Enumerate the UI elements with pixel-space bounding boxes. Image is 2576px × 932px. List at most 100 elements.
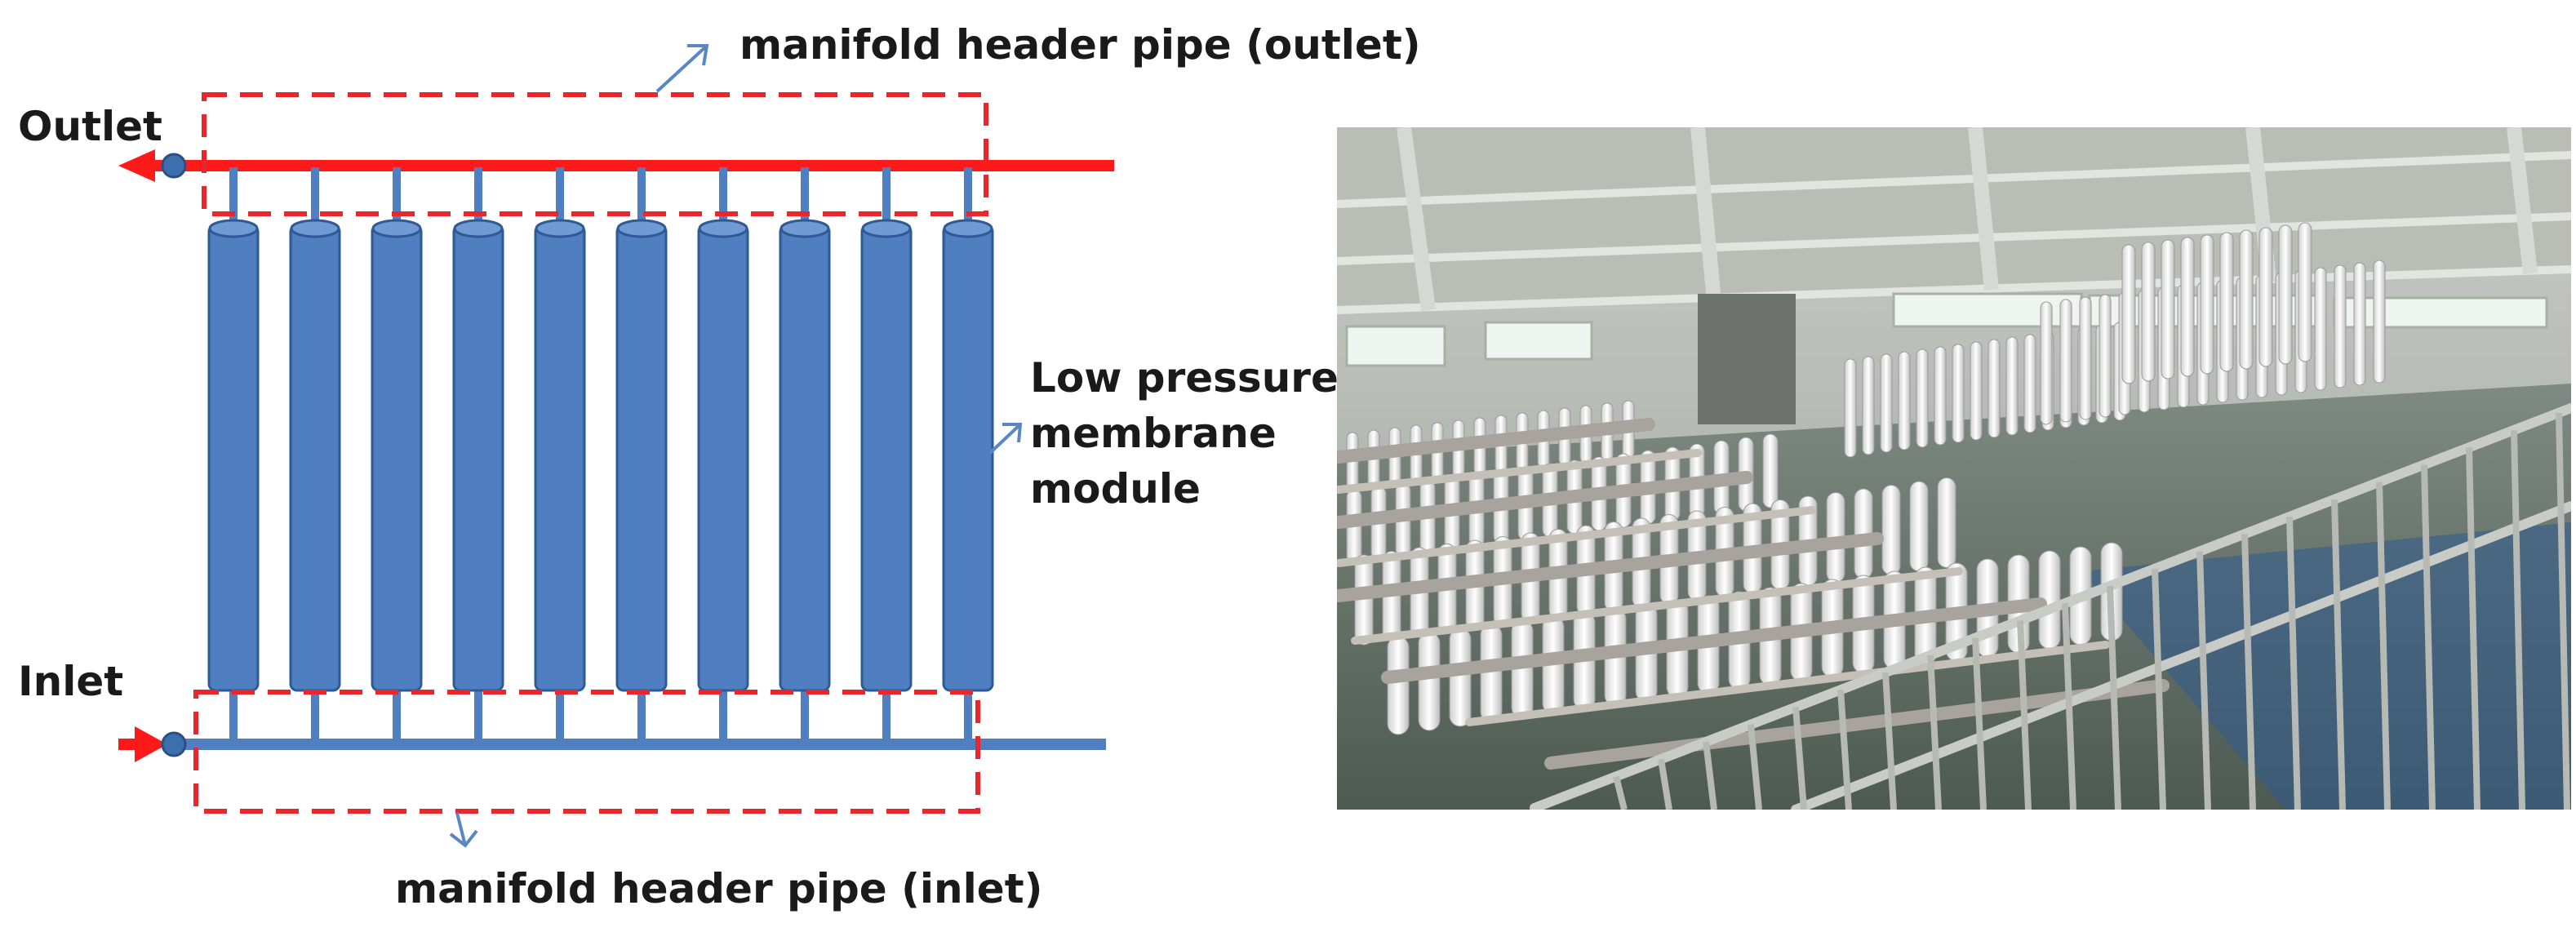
module-label-line1: Low pressure	[1030, 354, 1339, 402]
photo-membrane-tube	[1418, 632, 1441, 731]
photo-membrane-tube	[2079, 296, 2092, 420]
handrail-post	[2511, 429, 2525, 810]
outlet-header-label: manifold header pipe (outlet)	[739, 21, 1421, 69]
photo-membrane-tube	[2180, 237, 2195, 377]
photo-membrane-tube	[1988, 339, 2001, 438]
membrane-module-cap	[453, 219, 504, 238]
photo-membrane-tube	[1762, 433, 1779, 508]
module-outlet-connector	[964, 167, 972, 230]
photo-membrane-tube	[2239, 229, 2254, 370]
handrail-post	[2376, 482, 2391, 810]
outlet-header-highlight-box	[202, 92, 988, 216]
photo-membrane-tube	[2298, 222, 2312, 362]
inlet-header-pipe	[175, 739, 1106, 750]
module-inlet-connector	[556, 686, 564, 742]
handrail-post	[2466, 447, 2481, 810]
membrane-module-cap	[698, 219, 748, 238]
handrail-post	[1882, 672, 1897, 810]
photo-membrane-tube	[2023, 334, 2036, 433]
photo-membrane-tube	[2314, 267, 2327, 391]
photo-membrane-tube	[2040, 301, 2053, 425]
membrane-module-cap	[290, 219, 340, 238]
handrail-post	[2196, 551, 2211, 810]
membrane-module	[371, 224, 423, 692]
membrane-plant-photo	[1337, 127, 2571, 810]
photo-membrane-tube	[2334, 264, 2347, 388]
handrail-post	[1972, 637, 1987, 810]
handrail-post	[2062, 603, 2076, 810]
photo-membrane-tube	[1387, 636, 1410, 735]
photo-membrane-tube	[1862, 356, 1875, 455]
photo-membrane-tube	[2059, 299, 2072, 423]
photo-membrane-tube	[1844, 358, 1857, 458]
module-outlet-connector	[474, 167, 482, 230]
module-outlet-connector	[556, 167, 564, 230]
membrane-module	[942, 224, 994, 692]
photo-membrane-tube	[2141, 242, 2156, 382]
outlet-valve-node-icon	[161, 153, 187, 179]
membrane-module-cap	[861, 219, 912, 238]
module-inlet-connector	[229, 686, 238, 742]
photo-membrane-tube	[1934, 346, 1947, 446]
photo-membrane-tube	[2373, 260, 2386, 384]
handrail-post	[2556, 412, 2570, 810]
handrail-post	[1658, 758, 1672, 810]
photo-membrane-tube	[2258, 227, 2273, 367]
handrail-post	[2241, 534, 2256, 810]
membrane-module	[697, 224, 749, 692]
photo-membrane-tube	[2219, 232, 2234, 372]
inlet-header-pointer-icon	[449, 812, 478, 848]
membrane-module	[860, 224, 913, 692]
membrane-module-cap	[535, 219, 585, 238]
module-outlet-connector	[229, 167, 238, 230]
inlet-header-label: manifold header pipe (inlet)	[395, 865, 1042, 912]
module-inlet-connector	[474, 686, 482, 742]
photo-membrane-tube	[1970, 341, 1983, 441]
membrane-module	[452, 224, 504, 692]
module-outlet-connector	[637, 167, 646, 230]
module-outlet-connector	[719, 167, 727, 230]
module-inlet-connector	[882, 686, 890, 742]
handrail-post	[2107, 585, 2121, 810]
membrane-module	[779, 224, 831, 692]
membrane-module	[534, 224, 586, 692]
outlet-header-pointer-icon	[655, 44, 709, 93]
handrail-post	[1927, 655, 1942, 810]
membrane-modules	[207, 167, 994, 742]
inlet-valve-node-icon	[161, 731, 187, 757]
photo-membrane-tube	[2005, 336, 2019, 436]
photo-membrane-tube	[1480, 624, 1503, 723]
handrail-post	[2331, 499, 2346, 810]
membrane-module-cap	[943, 219, 993, 238]
module-inlet-connector	[393, 686, 401, 742]
photo-membrane-tube	[1881, 485, 1901, 575]
module-label-line3: module	[1030, 465, 1201, 513]
handrail-post	[2286, 516, 2301, 810]
handrail-post	[2421, 464, 2436, 810]
handrail-post	[2152, 568, 2166, 810]
inlet-flow-arrow-icon	[135, 726, 167, 762]
module-outlet-connector	[393, 167, 401, 230]
outlet-header-pipe	[175, 160, 1114, 171]
handrail-post	[2017, 620, 2032, 810]
membrane-module-cap	[779, 219, 830, 238]
inlet-label: Inlet	[18, 658, 123, 705]
module-inlet-connector	[964, 686, 972, 742]
membrane-module-cap	[616, 219, 667, 238]
photo-membrane-tube	[2278, 224, 2293, 365]
module-inlet-connector	[637, 686, 646, 742]
photo-membrane-tube	[2161, 239, 2175, 379]
photo-membrane-tube	[1880, 353, 1893, 453]
photo-membrane-tube	[1909, 481, 1929, 572]
module-label-line2: membrane	[1030, 410, 1277, 457]
module-outlet-connector	[801, 167, 809, 230]
membrane-module	[289, 224, 341, 692]
photo-membrane-tube	[1449, 628, 1472, 727]
membrane-module-cap	[208, 219, 259, 238]
module-inlet-connector	[719, 686, 727, 742]
handrail-post	[1837, 690, 1852, 810]
handrail-post	[1792, 707, 1807, 810]
inlet-header-highlight-box	[193, 690, 980, 814]
membrane-module-cap	[371, 219, 422, 238]
